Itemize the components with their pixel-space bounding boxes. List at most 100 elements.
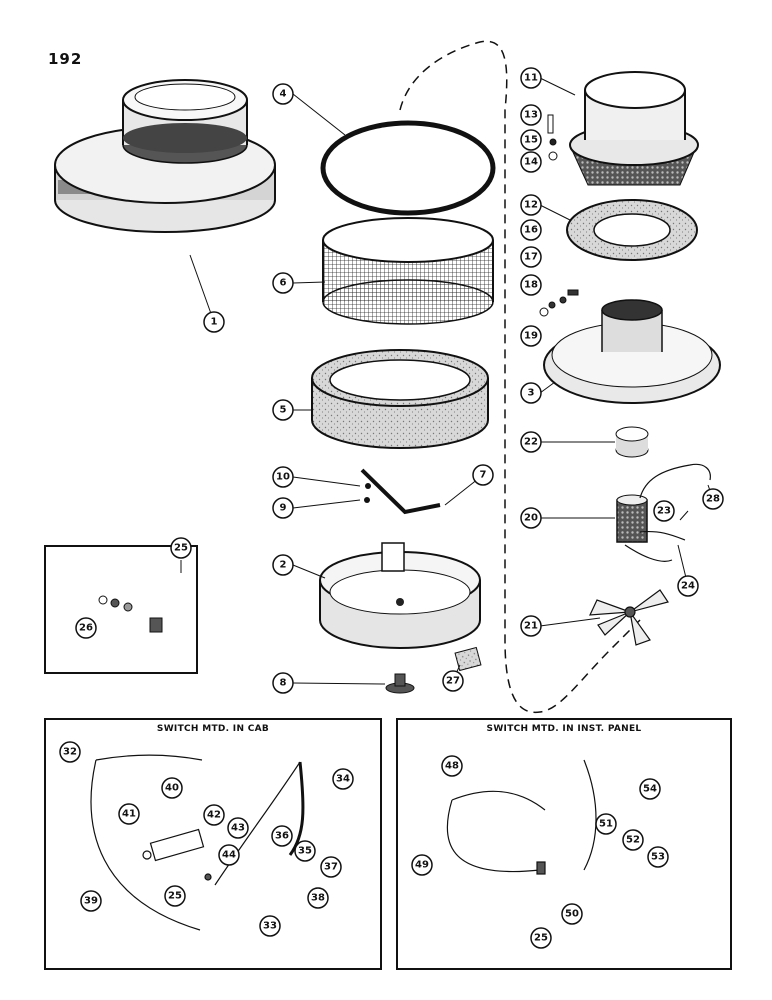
callout-15: 15 — [520, 129, 542, 151]
gasket-12 — [566, 199, 698, 261]
callout-5: 5 — [272, 399, 294, 421]
callout-26: 26 — [75, 617, 97, 639]
callout-33: 33 — [259, 915, 281, 937]
callout-50: 50 — [561, 903, 583, 925]
svg-text:2: 2 — [280, 560, 287, 571]
callout-43: 43 — [227, 817, 249, 839]
svg-text:51: 51 — [599, 819, 613, 830]
svg-text:36: 36 — [275, 831, 289, 842]
svg-text:25: 25 — [174, 543, 188, 554]
callout-25-inset: 25 — [170, 537, 192, 559]
callout-42: 42 — [203, 804, 225, 826]
svg-text:15: 15 — [524, 135, 538, 146]
motor-20 — [616, 463, 711, 562]
callout-22: 22 — [520, 431, 542, 453]
cab-harness — [90, 754, 305, 931]
svg-text:10: 10 — [276, 472, 290, 483]
svg-text:20: 20 — [524, 513, 538, 524]
svg-text:3: 3 — [528, 388, 535, 399]
svg-text:41: 41 — [122, 809, 136, 820]
callout-27: 27 — [442, 670, 464, 692]
lower-body-3 — [543, 299, 721, 404]
callout-49: 49 — [411, 854, 433, 876]
callout-38: 38 — [307, 887, 329, 909]
callout-21: 21 — [520, 615, 542, 637]
callout-37: 37 — [320, 856, 342, 878]
callout-54: 54 — [639, 778, 661, 800]
svg-text:12: 12 — [524, 200, 538, 211]
callout-48: 48 — [441, 755, 463, 777]
svg-text:52: 52 — [626, 835, 640, 846]
svg-text:43: 43 — [231, 823, 245, 834]
callout-17: 17 — [520, 246, 542, 268]
callout-7: 7 — [472, 464, 494, 486]
svg-text:18: 18 — [524, 280, 538, 291]
callout-40: 40 — [161, 777, 183, 799]
svg-text:49: 49 — [415, 860, 429, 871]
inset-box-switch-parts — [44, 545, 198, 674]
callout-10: 10 — [272, 466, 294, 488]
svg-text:22: 22 — [524, 437, 538, 448]
fan-21 — [589, 589, 669, 646]
callout-11: 11 — [520, 67, 542, 89]
callout-16: 16 — [520, 219, 542, 241]
svg-text:44: 44 — [222, 850, 236, 861]
switch-parts-inset — [98, 595, 163, 633]
page-number: 192 — [48, 50, 83, 68]
svg-text:37: 37 — [324, 862, 338, 873]
group-dashed-outline — [399, 40, 641, 714]
svg-text:1: 1 — [211, 317, 218, 328]
svg-text:25: 25 — [534, 933, 548, 944]
svg-text:8: 8 — [280, 678, 287, 689]
callout-1: 1 — [203, 311, 225, 333]
filter-element-5 — [311, 349, 489, 449]
callout-8: 8 — [272, 672, 294, 694]
svg-text:35: 35 — [298, 846, 312, 857]
wing-nut-8 — [385, 673, 415, 694]
panel-harness — [446, 759, 597, 875]
callout-24: 24 — [677, 575, 699, 597]
svg-text:50: 50 — [565, 909, 579, 920]
svg-text:13: 13 — [524, 110, 538, 121]
svg-text:38: 38 — [311, 893, 325, 904]
svg-text:6: 6 — [280, 278, 287, 289]
svg-text:21: 21 — [524, 621, 538, 632]
callout-41: 41 — [118, 803, 140, 825]
svg-text:11: 11 — [524, 73, 538, 84]
svg-text:27: 27 — [446, 676, 460, 687]
callout-9: 9 — [272, 497, 294, 519]
sleeve-22 — [615, 426, 649, 458]
callout-12: 12 — [520, 194, 542, 216]
callout-34: 34 — [332, 768, 354, 790]
callout-4: 4 — [272, 83, 294, 105]
callout-51: 51 — [595, 813, 617, 835]
inset-box-switch-cab: SWITCH MTD. IN CAB — [44, 718, 382, 970]
svg-text:42: 42 — [207, 810, 221, 821]
svg-text:26: 26 — [79, 623, 93, 634]
svg-text:23: 23 — [657, 506, 671, 517]
callout-6: 6 — [272, 272, 294, 294]
svg-text:9: 9 — [280, 503, 287, 514]
decal-27 — [454, 646, 482, 672]
callout-20: 20 — [520, 507, 542, 529]
callout-3: 3 — [520, 382, 542, 404]
svg-text:19: 19 — [524, 331, 538, 342]
callout-14: 14 — [520, 151, 542, 173]
callout-35: 35 — [294, 840, 316, 862]
gasket-ring-4 — [320, 120, 496, 216]
callout-25-cab: 25 — [164, 885, 186, 907]
switch-panel-title: SWITCH MTD. IN INST. PANEL — [486, 724, 642, 734]
bracket-7 — [360, 468, 441, 515]
svg-text:33: 33 — [263, 921, 277, 932]
callout-52: 52 — [622, 829, 644, 851]
svg-text:16: 16 — [524, 225, 538, 236]
callout-19: 19 — [520, 325, 542, 347]
air-cleaner-assembly — [54, 79, 276, 233]
bolt-13 — [547, 114, 558, 161]
callout-53: 53 — [647, 846, 669, 868]
leader-lines — [180, 77, 714, 685]
switch-cab-title: SWITCH MTD. IN CAB — [156, 724, 270, 734]
callout-23: 23 — [653, 500, 675, 522]
svg-text:4: 4 — [280, 89, 287, 100]
